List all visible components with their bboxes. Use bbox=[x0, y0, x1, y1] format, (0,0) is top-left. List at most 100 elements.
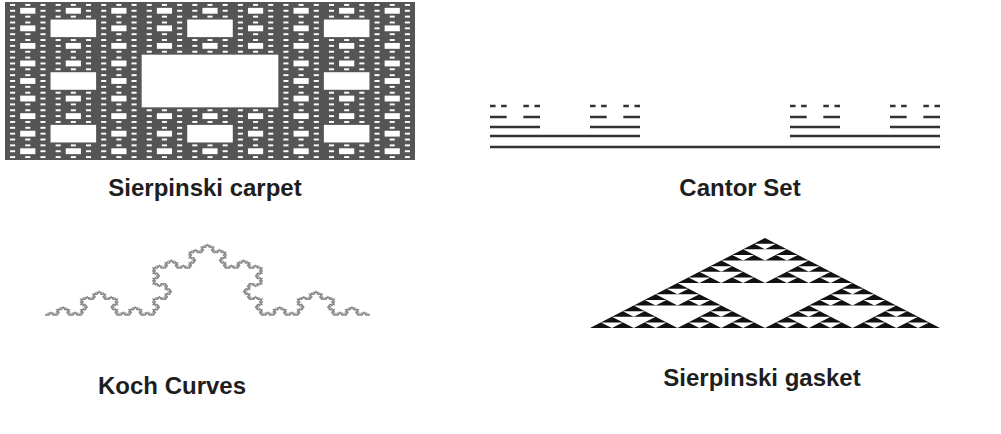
carpet-hole bbox=[132, 133, 137, 135]
carpet-hole bbox=[344, 109, 349, 111]
carpet-hole bbox=[314, 80, 319, 82]
carpet-hole bbox=[71, 57, 76, 59]
carpet-hole bbox=[299, 127, 304, 129]
carpet-hole bbox=[253, 4, 258, 6]
carpet-hole bbox=[248, 113, 263, 119]
carpet-hole bbox=[177, 4, 182, 6]
carpet-hole bbox=[299, 74, 304, 76]
carpet-hole bbox=[10, 16, 15, 18]
cantor-segment bbox=[590, 105, 596, 108]
carpet-hole bbox=[359, 62, 364, 64]
carpet-hole bbox=[116, 139, 121, 141]
koch-path bbox=[45, 245, 370, 315]
carpet-hole bbox=[111, 96, 126, 102]
carpet-hole bbox=[20, 78, 35, 84]
carpet-hole bbox=[253, 39, 258, 41]
carpet-hole bbox=[375, 103, 380, 105]
carpet-hole bbox=[339, 96, 354, 102]
carpet-hole bbox=[66, 43, 81, 49]
carpet-hole bbox=[375, 133, 380, 135]
carpet-hole bbox=[283, 150, 288, 152]
carpet-hole bbox=[86, 16, 91, 18]
carpet-hole bbox=[390, 86, 395, 88]
carpet-hole bbox=[40, 4, 45, 6]
carpet-hole bbox=[314, 133, 319, 135]
carpet-hole bbox=[268, 139, 273, 141]
carpet-hole bbox=[238, 115, 243, 117]
carpet-hole bbox=[359, 57, 364, 59]
carpet-hole bbox=[314, 16, 319, 18]
carpet-hole bbox=[147, 4, 152, 6]
koch-curve bbox=[45, 245, 370, 315]
carpet-hole bbox=[177, 16, 182, 18]
carpet-hole bbox=[390, 22, 395, 24]
carpet-hole bbox=[132, 10, 137, 12]
carpet-hole bbox=[56, 98, 61, 100]
gasket-hole bbox=[776, 255, 798, 261]
carpet-hole bbox=[25, 121, 30, 123]
carpet-hole bbox=[86, 103, 91, 105]
carpet-hole bbox=[268, 39, 273, 41]
carpet-hole bbox=[192, 121, 197, 123]
carpet-hole bbox=[359, 121, 364, 123]
gasket-hole bbox=[820, 277, 842, 283]
cantor-segment bbox=[490, 135, 640, 138]
carpet-hole bbox=[192, 115, 197, 117]
carpet-hole bbox=[132, 98, 137, 100]
carpet-hole bbox=[86, 68, 91, 70]
carpet-hole bbox=[207, 144, 212, 146]
carpet-hole bbox=[10, 68, 15, 70]
carpet-hole bbox=[299, 33, 304, 35]
carpet-hole bbox=[101, 115, 106, 117]
carpet-hole bbox=[405, 127, 410, 129]
carpet-hole bbox=[101, 127, 106, 129]
carpet-hole bbox=[207, 121, 212, 123]
carpet-hole bbox=[299, 103, 304, 105]
carpet-hole bbox=[86, 156, 91, 158]
carpet-hole bbox=[132, 68, 137, 70]
carpet-hole bbox=[283, 62, 288, 64]
carpet-hole bbox=[238, 139, 243, 141]
carpet-hole bbox=[390, 144, 395, 146]
carpet-hole bbox=[56, 109, 61, 111]
carpet-hole bbox=[238, 156, 243, 158]
carpet-hole bbox=[132, 33, 137, 35]
carpet-hole bbox=[162, 51, 167, 53]
carpet-hole bbox=[177, 10, 182, 12]
carpet-hole bbox=[390, 121, 395, 123]
carpet-hole bbox=[86, 62, 91, 64]
carpet-hole bbox=[147, 16, 152, 18]
carpet-hole bbox=[101, 109, 106, 111]
carpet-hole bbox=[339, 148, 354, 154]
carpet-hole bbox=[132, 121, 137, 123]
carpet-hole bbox=[314, 27, 319, 29]
carpet-hole bbox=[40, 74, 45, 76]
carpet-hole bbox=[223, 4, 228, 6]
carpet-hole bbox=[359, 4, 364, 6]
carpet-hole bbox=[359, 92, 364, 94]
carpet-hole bbox=[253, 51, 258, 53]
carpet-hole bbox=[207, 39, 212, 41]
carpet-hole bbox=[223, 16, 228, 18]
carpet-hole bbox=[86, 98, 91, 100]
carpet-hole bbox=[314, 150, 319, 152]
carpet-hole bbox=[40, 45, 45, 47]
carpet-hole bbox=[375, 121, 380, 123]
carpet-hole bbox=[192, 10, 197, 12]
carpet-hole bbox=[147, 51, 152, 53]
carpet-hole bbox=[20, 131, 35, 137]
carpet-hole bbox=[101, 51, 106, 53]
carpet-hole bbox=[116, 33, 121, 35]
carpet-hole bbox=[40, 57, 45, 59]
carpet-hole bbox=[314, 156, 319, 158]
carpet-hole bbox=[132, 115, 137, 117]
carpet-hole bbox=[375, 51, 380, 53]
carpet-hole bbox=[207, 16, 212, 18]
carpet-hole bbox=[405, 92, 410, 94]
carpet-hole bbox=[147, 115, 152, 117]
carpet-hole bbox=[390, 39, 395, 41]
carpet-hole bbox=[147, 109, 152, 111]
carpet-hole bbox=[314, 92, 319, 94]
gasket-hole bbox=[645, 300, 667, 306]
carpet-hole bbox=[66, 61, 81, 67]
